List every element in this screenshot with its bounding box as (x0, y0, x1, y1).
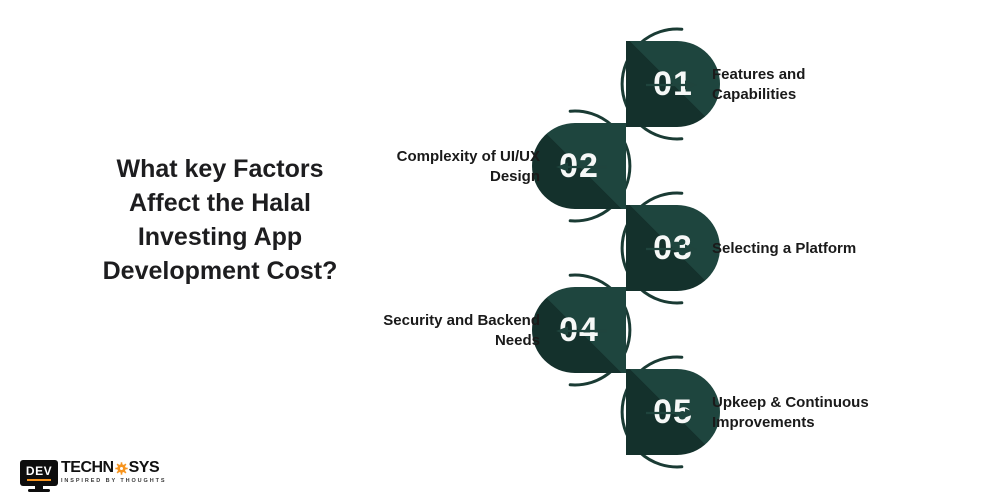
monitor-stand (35, 486, 43, 489)
factor-label: Selecting a Platform (712, 240, 857, 257)
factor-label: Features and Capabilities (712, 66, 806, 103)
monitor-screen: DEV (20, 460, 58, 486)
arc-ring-icon (620, 191, 684, 305)
factor-item-02: 02 Complexity of UI/UX Design (0, 109, 1000, 223)
logo-dev-text: DEV (25, 464, 53, 478)
arrow-right-icon (646, 408, 697, 418)
brand-part1: TECHN (61, 459, 114, 476)
logo-wordmark: TECHN SYS INSPIRED BY THOUGHTS (61, 459, 166, 484)
monitor-icon: DEV (20, 459, 58, 495)
arrow-left-icon (556, 162, 607, 172)
factor-item-04: 04 Security and Backend Needs (0, 273, 1000, 387)
arc-ring-icon (620, 355, 684, 469)
arrow-right-icon (646, 244, 697, 254)
title-line: Investing App (137, 223, 303, 251)
arc-ring-icon (568, 273, 632, 387)
arc-ring-icon (568, 109, 632, 223)
logo-underline (27, 478, 51, 481)
arrow-left-icon (556, 326, 607, 336)
logo-tagline: INSPIRED BY THOUGHTS (61, 478, 167, 484)
step-number-pill: 04 (532, 287, 626, 373)
brand-part2: SYS (128, 459, 160, 476)
title-line: Affect the Halal (129, 189, 311, 217)
factor-label: Complexity of UI/UX Design (396, 148, 540, 185)
arrow-right-icon (646, 80, 697, 90)
factor-label: Security and Backend Needs (383, 312, 540, 349)
page-title: What key Factors Affect the Halal Invest… (55, 152, 385, 288)
factor-label: Upkeep & Continuous Improvements (712, 394, 869, 431)
factor-item-05: 05 Upkeep & Continuous Improvements (0, 355, 1000, 469)
title-line: What key Factors (116, 155, 324, 183)
brand-line: TECHN SYS (61, 459, 166, 477)
title-line: Development Cost? (102, 257, 338, 285)
factor-item-01: 01 Features and Capabilities (0, 27, 1000, 141)
gear-icon (114, 461, 128, 475)
devtechnosys-logo: DEV TECHN SYS (20, 459, 166, 495)
arc-ring-icon (620, 27, 684, 141)
factor-item-03: 03 Selecting a Platform (0, 191, 1000, 305)
monitor-base (28, 489, 50, 492)
